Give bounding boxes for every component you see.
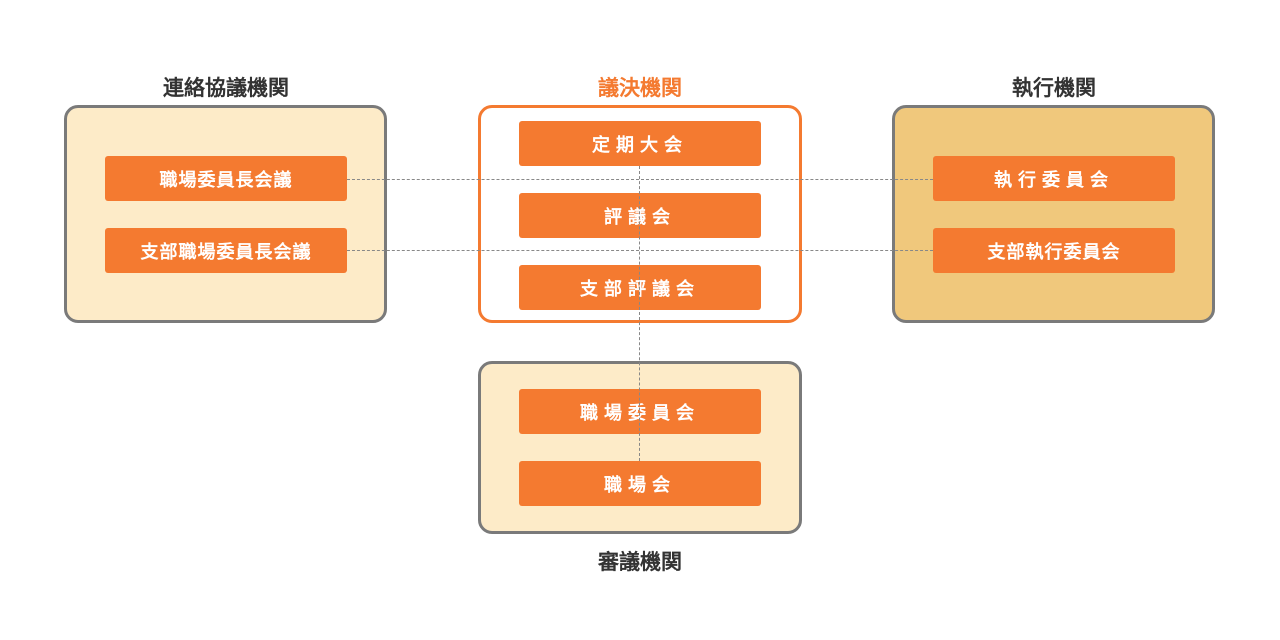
node-workplace-chairs-meeting[interactable]: 職場委員長会議: [105, 156, 347, 201]
deliberation-group-title: 審議機関: [598, 550, 682, 574]
node-workplace-meeting[interactable]: 職場会: [519, 461, 761, 506]
decision-vertical-connector: [639, 166, 640, 461]
branch-committee-connector: [347, 250, 933, 251]
node-branch-council[interactable]: 支部評議会: [519, 265, 761, 310]
liaison-group-title: 連絡協議機関: [163, 76, 289, 100]
node-regular-convention[interactable]: 定期大会: [519, 121, 761, 166]
node-branch-workplace-chairs-meeting[interactable]: 支部職場委員長会議: [105, 228, 347, 273]
node-executive-committee[interactable]: 執行委員会: [933, 156, 1175, 201]
liaison-group-box: [64, 105, 387, 323]
executive-group-box: [892, 105, 1215, 323]
executive-group-title: 執行機関: [1012, 76, 1096, 100]
node-council[interactable]: 評議会: [519, 193, 761, 238]
workplace-committee-connector: [347, 179, 933, 180]
node-branch-executive-committee[interactable]: 支部執行委員会: [933, 228, 1175, 273]
node-workplace-committee[interactable]: 職場委員会: [519, 389, 761, 434]
decision-group-title: 議決機関: [598, 76, 682, 100]
deliberation-group-box: [478, 361, 802, 534]
